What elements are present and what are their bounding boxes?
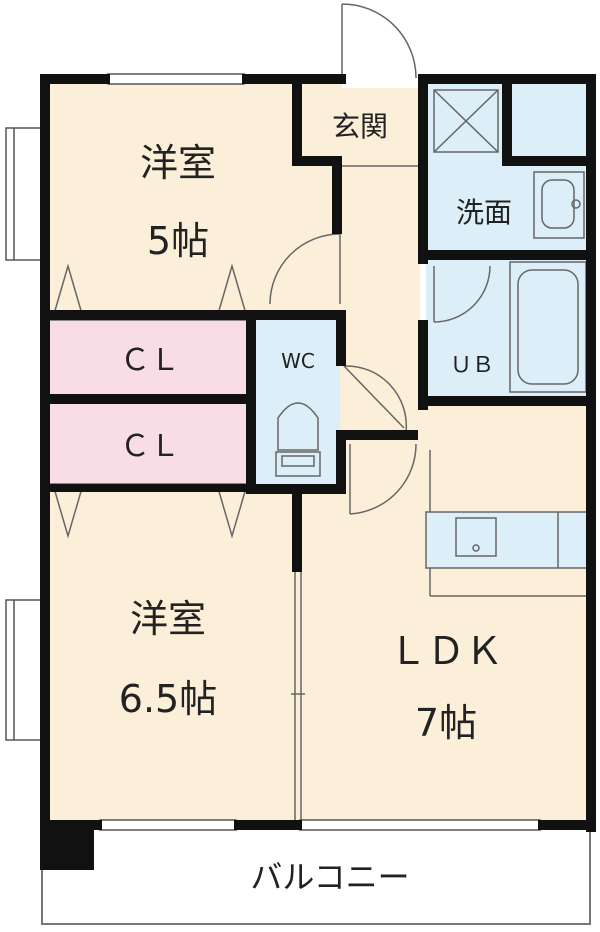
wall-toilet-right-lower [336, 430, 346, 494]
balcony-floor [41, 827, 591, 925]
wall-storage-left [502, 84, 512, 164]
wall-outer-bottom-mid [234, 820, 302, 830]
western-room-lower-floor [48, 488, 298, 824]
kitchen-sink-drain [472, 544, 480, 552]
wall-toilet-top [246, 310, 346, 320]
wall-closet-divider [40, 394, 256, 404]
ldk-name: ＬＤＫ [389, 629, 503, 673]
entrance-door-arc [341, 3, 417, 79]
unit-bath-label: ＵＢ [450, 353, 494, 378]
wall-outer-right [586, 74, 596, 832]
room-lower-size: 6.5帖 [119, 677, 217, 721]
closet-door-triangle [217, 487, 247, 539]
windows [5, 73, 541, 831]
closet-upper-floor [48, 316, 250, 396]
toilet-bowl [277, 402, 319, 451]
ldk-floor [298, 400, 590, 824]
balcony-label: バルコニー [250, 858, 409, 896]
wash-basin [533, 171, 585, 239]
wall-toilet-right [336, 310, 346, 366]
bathtub-inner [517, 269, 579, 385]
closet-door-triangle [217, 263, 247, 315]
room-upper-door-arc [269, 233, 341, 305]
kitchen-counter [425, 511, 589, 569]
room-upper-name: 洋室 [140, 141, 216, 185]
wall-closet-top [40, 310, 290, 320]
bay-window-upper [5, 127, 47, 261]
toilet-door-leaf [343, 365, 405, 429]
closet-lower-floor [48, 404, 250, 488]
wall-storage-bottom [502, 156, 596, 166]
wall-outer-top-right [418, 74, 594, 84]
unit-bath-floor [426, 256, 590, 396]
closet-upper-label: ＣＬ [120, 343, 180, 378]
wall-entrance-left [292, 84, 302, 162]
washer-pan [433, 89, 499, 153]
wall-outer-top-mid [242, 74, 346, 84]
washer-pan-cross-b [433, 89, 499, 153]
ldk-size: 7帖 [415, 701, 477, 745]
ldk-door-arc [349, 443, 417, 515]
wash-basin-bowl [541, 179, 575, 229]
kitchen-sink [455, 517, 497, 557]
closet-lower-label: ＣＬ [120, 429, 180, 464]
wall-closet-bottom [40, 484, 256, 492]
wall-wash-left [418, 84, 428, 264]
window-bottom-lower-room [99, 819, 237, 831]
washroom-label: 洗面 [456, 196, 512, 229]
wall-bath-divider [502, 250, 512, 260]
floors [41, 80, 591, 925]
wash-basin-drain [571, 199, 581, 209]
wall-outer-bottom-right [538, 820, 596, 830]
toilet-tank [275, 451, 321, 477]
toilet-label: WC [281, 349, 315, 373]
wall-entrance-bottom [292, 156, 342, 166]
closet-door-triangle [53, 487, 83, 539]
wall-pillar-corner [40, 820, 94, 870]
bath-door-arc [433, 265, 491, 323]
wall-toilet-left [246, 310, 256, 494]
window-bottom-ldk [299, 819, 541, 831]
room-lower-name: 洋室 [130, 597, 206, 641]
room-labels: 洋室 5帖 ＣＬ ＣＬ 洋室 6.5帖 玄関 洗面 WC ＵＢ ＬＤＫ 7帖 バ… [119, 110, 512, 896]
wall-bath-bottom [418, 396, 596, 406]
walls [40, 74, 596, 870]
wall-bath-left [418, 320, 428, 410]
room-upper-size: 5帖 [147, 219, 209, 263]
bay-window-lower [5, 599, 47, 741]
entrance-floor [298, 88, 420, 160]
closet-door-triangle [53, 263, 83, 315]
window-top-upper-room [107, 73, 245, 85]
toilet-door-arc [343, 365, 408, 433]
wall-outer-left [40, 74, 50, 830]
wall-corridor-left [332, 156, 342, 234]
wall-corridor-divider [346, 430, 418, 440]
entrance-label: 玄関 [332, 110, 388, 143]
toilet-seat-detail [281, 455, 315, 467]
wall-ldk-stub [292, 484, 302, 572]
wall-outer-top-left [40, 74, 110, 84]
